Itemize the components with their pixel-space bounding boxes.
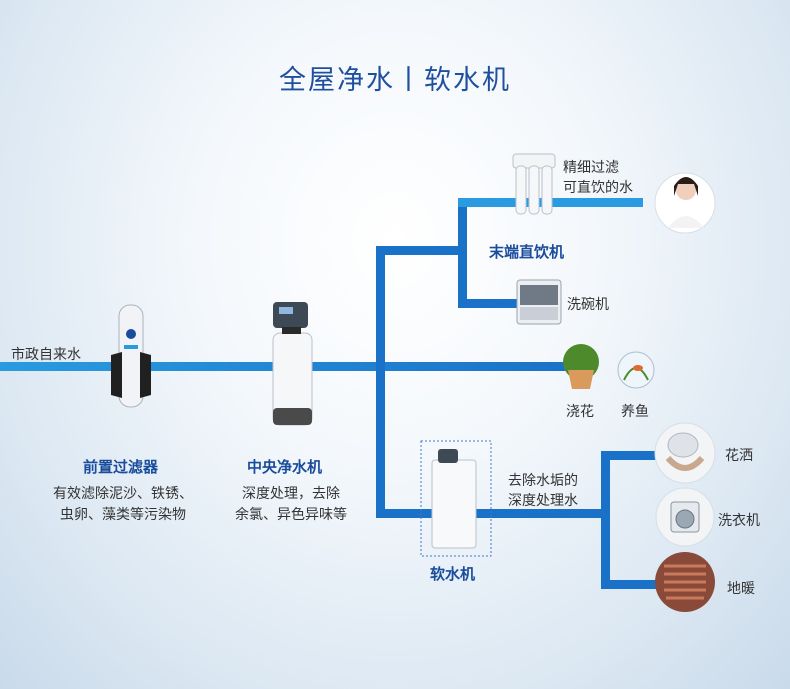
pre-filter-desc: 有效滤除泥沙、铁锈、虫卵、藻类等污染物 [53,486,193,523]
page-title: 全屋净水丨软水机 [279,65,511,96]
flower-pot [563,344,599,389]
softener-pipe [376,509,610,518]
dishwasher-device [516,279,562,325]
central-name: 中央净水机 [247,458,323,476]
source-label: 市政自来水 [11,347,81,363]
dishwasher-label: 洗碗机 [567,297,609,313]
softener-device [431,449,477,549]
softener-name: 软水机 [430,565,476,583]
pre-filter-device [111,304,151,408]
floor-heating-icon [655,552,715,612]
washer-label: 洗衣机 [718,513,760,529]
riser-pipe [376,246,385,517]
pre-filter-name: 前置过滤器 [83,458,159,476]
central-desc: 深度处理，去除余氯、异色异味等 [235,486,347,523]
softener-desc: 去除水垢的深度处理水 [508,473,578,509]
fine-filter-label: 精细过滤可直饮的水 [563,160,633,196]
terminal-name: 末端直饮机 [489,243,565,261]
top-branch-pipe [376,246,466,255]
fish-bowl [617,351,655,389]
shower-icon [654,422,716,484]
fish-label: 养鱼 [621,404,649,420]
person-portrait [654,172,716,234]
water-flowers-label: 浇花 [566,404,594,420]
central-purifier-device [272,302,313,426]
softener-dashed-box [420,440,492,557]
shower-label: 花洒 [725,448,753,464]
washing-machine-icon [655,487,715,547]
floor-heat-label: 地暖 [727,581,755,597]
ro-drinking-machine [512,153,556,215]
